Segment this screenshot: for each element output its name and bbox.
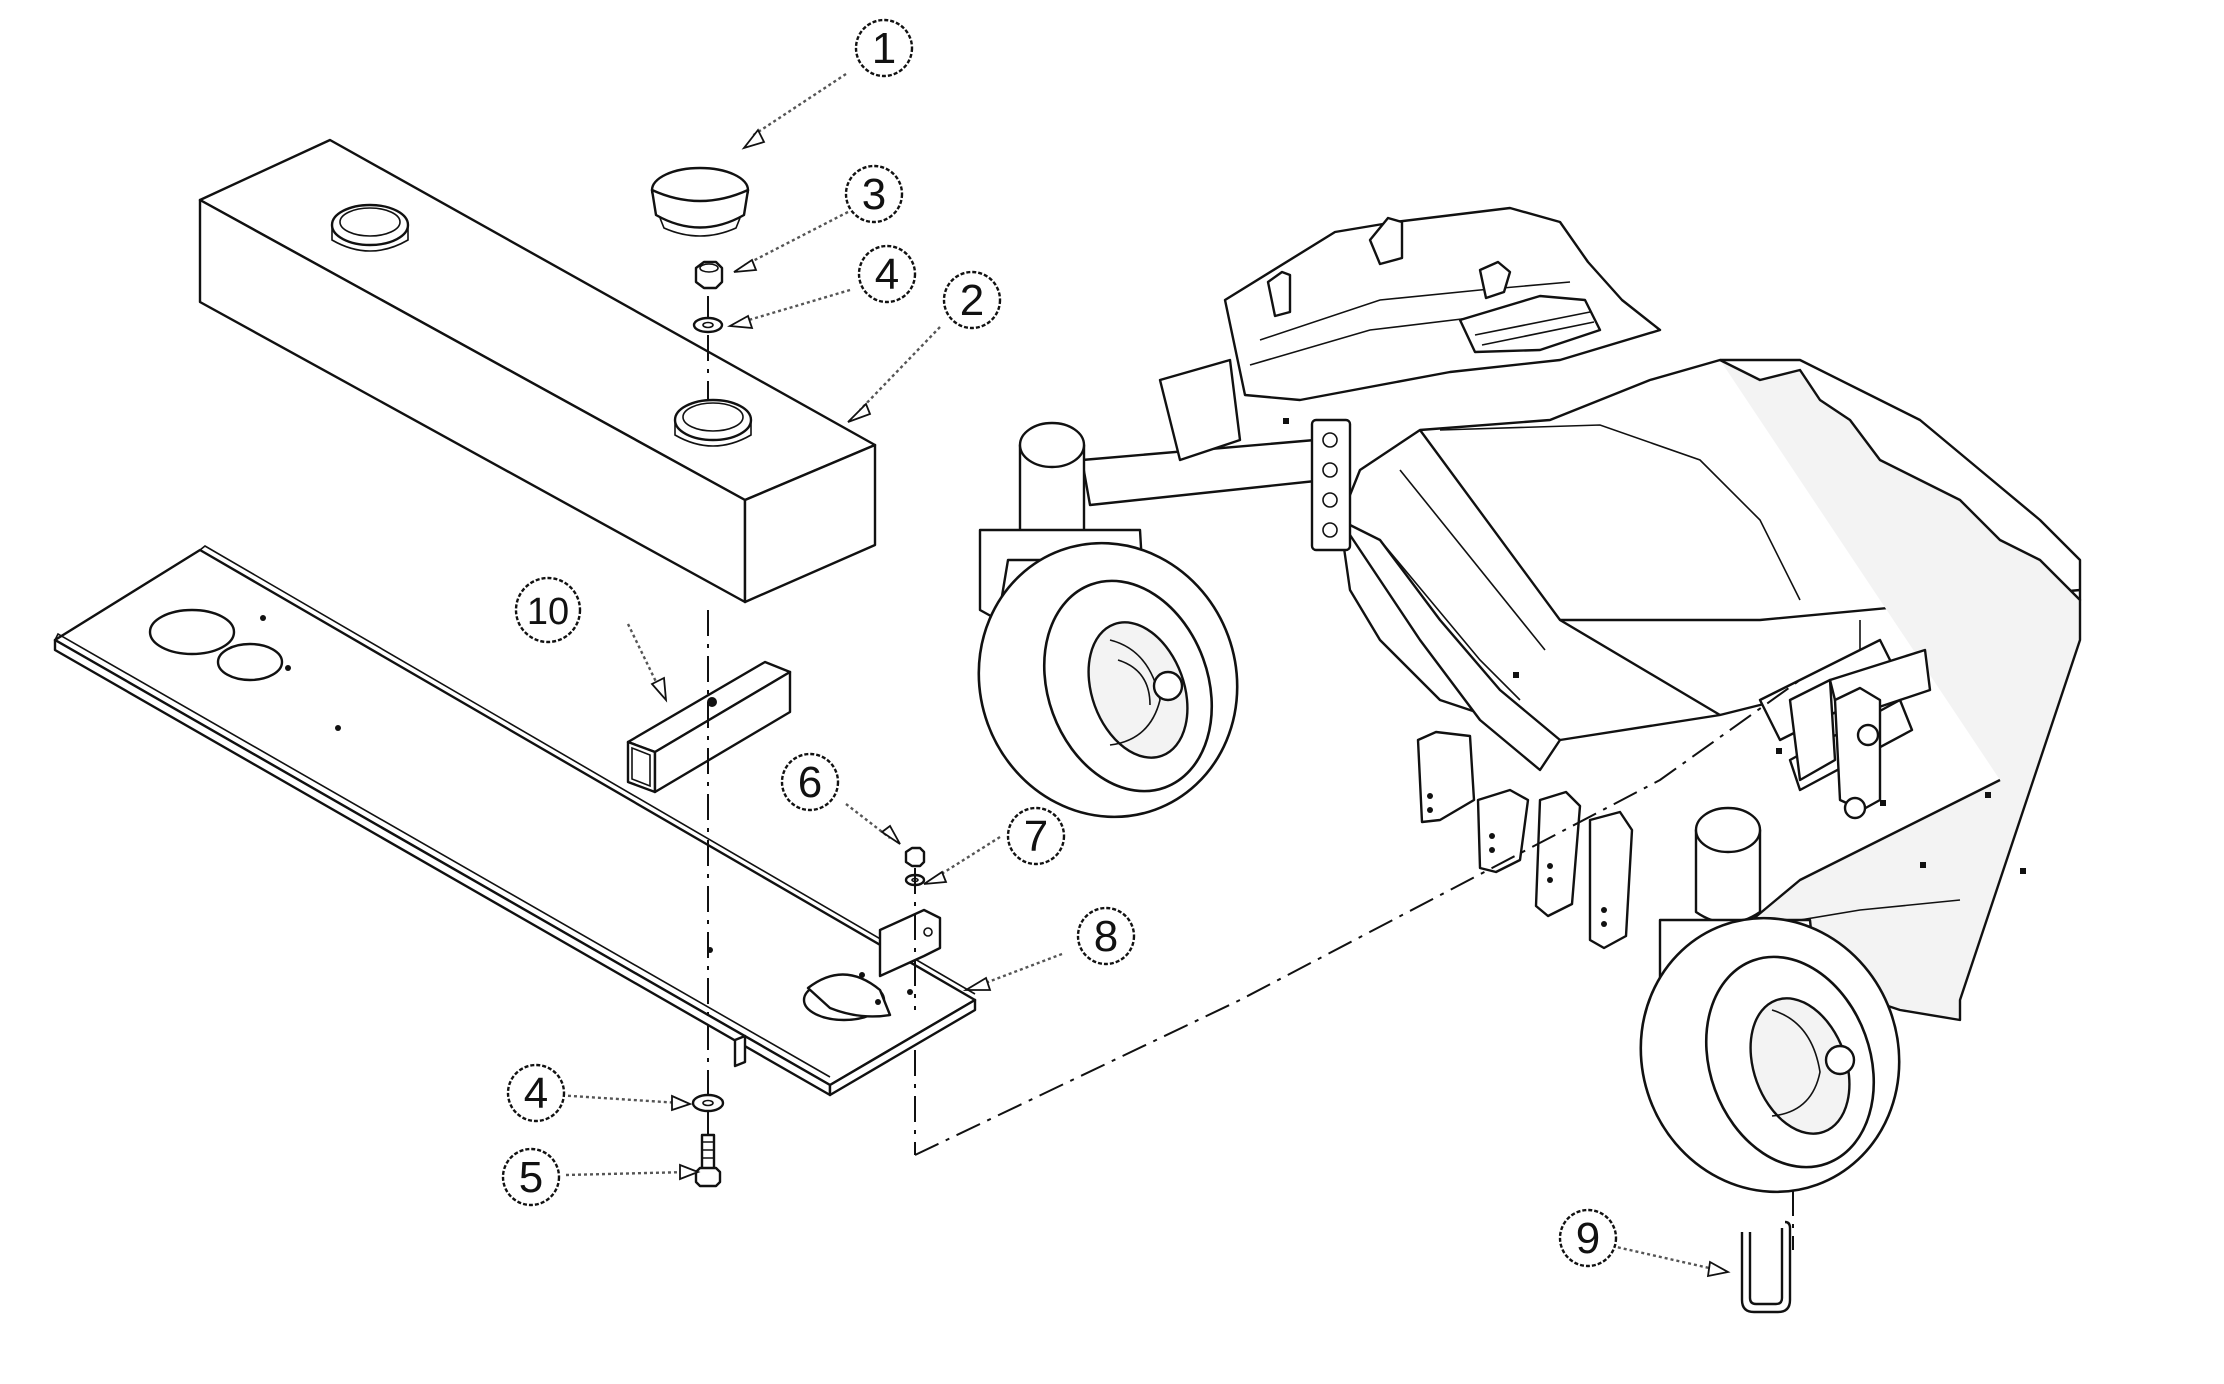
assembly-centerlines xyxy=(707,296,1801,1156)
height-adjust-brackets xyxy=(1416,730,1634,950)
callout-1: 1 xyxy=(854,18,914,78)
front-caster-assembly xyxy=(1639,638,1932,1250)
callout-7-label: 7 xyxy=(1024,812,1048,861)
callout-3-label: 3 xyxy=(862,170,886,219)
callout-4-top: 4 xyxy=(857,244,917,304)
callout-10-label: 10 xyxy=(527,591,569,633)
callout-4-bottom-label: 4 xyxy=(524,1069,548,1118)
callout-8: 8 xyxy=(1076,906,1136,966)
callout-9: 9 xyxy=(1558,1208,1618,1268)
callout-2: 2 xyxy=(942,270,1002,330)
callouts: 1 2 3 4 4 5 6 7 xyxy=(501,18,1618,1268)
nut-top xyxy=(694,260,724,290)
tank-cap xyxy=(650,166,750,237)
callout-6-label: 6 xyxy=(798,758,822,807)
callout-leaders xyxy=(555,72,1731,1278)
callout-3: 3 xyxy=(844,164,904,224)
callout-5-label: 5 xyxy=(519,1153,543,1202)
washer-bottom xyxy=(691,1093,725,1113)
callout-9-label: 9 xyxy=(1576,1214,1600,1263)
callout-4-top-label: 4 xyxy=(875,250,899,299)
callout-6: 6 xyxy=(780,752,840,812)
nut-small xyxy=(904,846,926,868)
callout-8-label: 8 xyxy=(1094,912,1118,961)
callout-4-bottom: 4 xyxy=(506,1063,566,1123)
mower-deck-assembly xyxy=(977,206,2082,1250)
hairpin-clip xyxy=(1740,1220,1792,1314)
rear-caster-assembly xyxy=(977,358,1352,819)
fuel-tank xyxy=(198,138,877,604)
callout-5: 5 xyxy=(501,1147,561,1207)
mounting-channel xyxy=(53,545,977,1097)
callout-2-label: 2 xyxy=(960,276,984,325)
callout-7: 7 xyxy=(1006,806,1066,866)
callout-10: 10 xyxy=(514,576,582,644)
washer-top xyxy=(692,316,724,334)
bolt xyxy=(694,1133,722,1188)
callout-1-label: 1 xyxy=(872,24,896,73)
